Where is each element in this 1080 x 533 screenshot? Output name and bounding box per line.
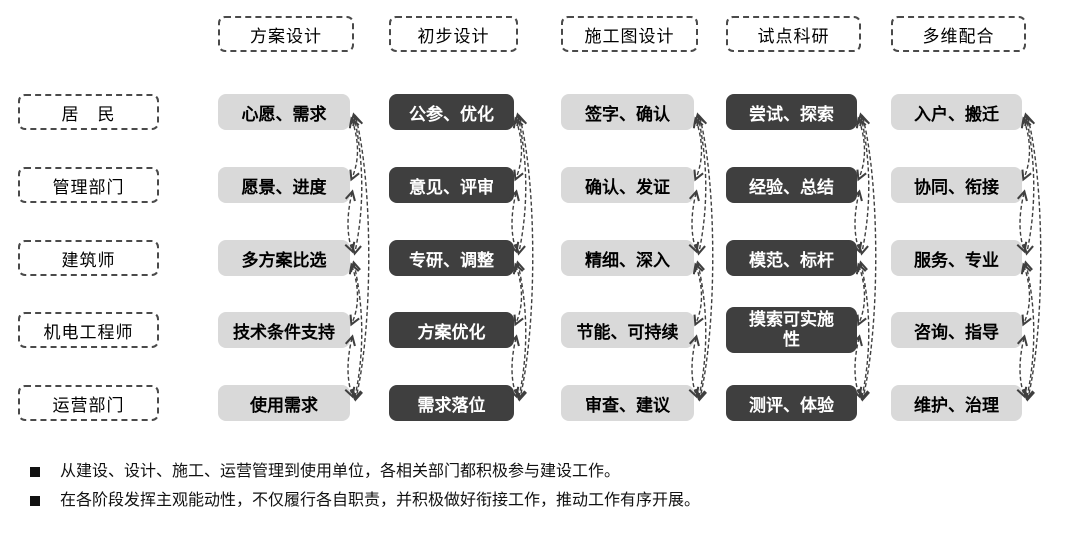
matrix-cell: 愿景、进度 xyxy=(218,167,350,203)
note-item: 从建设、设计、施工、运营管理到使用单位，各相关部门都积极参与建设工作。 xyxy=(30,462,1050,482)
note-item: 在各阶段发挥主观能动性，不仅履行各自职责，并积极做好衔接工作，推动工作有序开展。 xyxy=(30,491,1050,511)
matrix-cell: 多方案比选 xyxy=(218,240,350,276)
notes-section: 从建设、设计、施工、运营管理到使用单位，各相关部门都积极参与建设工作。 在各阶段… xyxy=(30,462,1050,520)
matrix-cell: 审查、建议 xyxy=(561,385,694,421)
column-header: 多维配合 xyxy=(891,16,1026,52)
bullet-square-icon xyxy=(30,496,40,506)
matrix-cell: 测评、体验 xyxy=(726,385,857,421)
matrix-cell: 方案优化 xyxy=(389,312,514,348)
matrix-cell: 心愿、需求 xyxy=(218,94,350,130)
matrix-cell: 需求落位 xyxy=(389,385,514,421)
matrix-cell: 公参、优化 xyxy=(389,94,514,130)
matrix-cell: 签字、确认 xyxy=(561,94,694,130)
matrix-cell: 经验、总结 xyxy=(726,167,857,203)
matrix-cell: 服务、专业 xyxy=(891,240,1022,276)
row-label: 管理部门 xyxy=(18,167,159,203)
matrix-cell: 节能、可持续 xyxy=(561,312,694,348)
flow-arrows-icon xyxy=(1014,86,1050,438)
matrix-cell: 入户、搬迁 xyxy=(891,94,1022,130)
matrix-cell: 协同、衔接 xyxy=(891,167,1022,203)
column-header: 施工图设计 xyxy=(561,16,698,52)
note-text: 从建设、设计、施工、运营管理到使用单位，各相关部门都积极参与建设工作。 xyxy=(60,463,621,480)
flow-arrows-icon xyxy=(686,86,722,438)
flow-arrows-icon xyxy=(506,86,542,438)
matrix-cell: 技术条件支持 xyxy=(218,312,350,348)
column-header: 试点科研 xyxy=(726,16,861,52)
matrix-cell: 摸索可实施性 xyxy=(726,307,857,353)
matrix-cell: 维护、治理 xyxy=(891,385,1022,421)
matrix-cell: 模范、标杆 xyxy=(726,240,857,276)
flow-arrows-icon xyxy=(849,86,885,438)
column-header: 方案设计 xyxy=(218,16,354,52)
column-header: 初步设计 xyxy=(389,16,518,52)
note-text: 在各阶段发挥主观能动性，不仅履行各自职责，并积极做好衔接工作，推动工作有序开展。 xyxy=(60,492,701,509)
matrix-cell: 意见、评审 xyxy=(389,167,514,203)
matrix-cell: 专研、调整 xyxy=(389,240,514,276)
matrix-cell: 尝试、探索 xyxy=(726,94,857,130)
row-label: 机电工程师 xyxy=(18,312,159,348)
row-label: 建筑师 xyxy=(18,240,159,276)
matrix-cell: 确认、发证 xyxy=(561,167,694,203)
row-label: 运营部门 xyxy=(18,385,159,421)
bullet-square-icon xyxy=(30,467,40,477)
flow-arrows-icon xyxy=(342,86,378,438)
row-label: 居 民 xyxy=(18,94,159,130)
matrix-cell: 咨询、指导 xyxy=(891,312,1022,348)
matrix-cell: 使用需求 xyxy=(218,385,350,421)
matrix-cell: 精细、深入 xyxy=(561,240,694,276)
